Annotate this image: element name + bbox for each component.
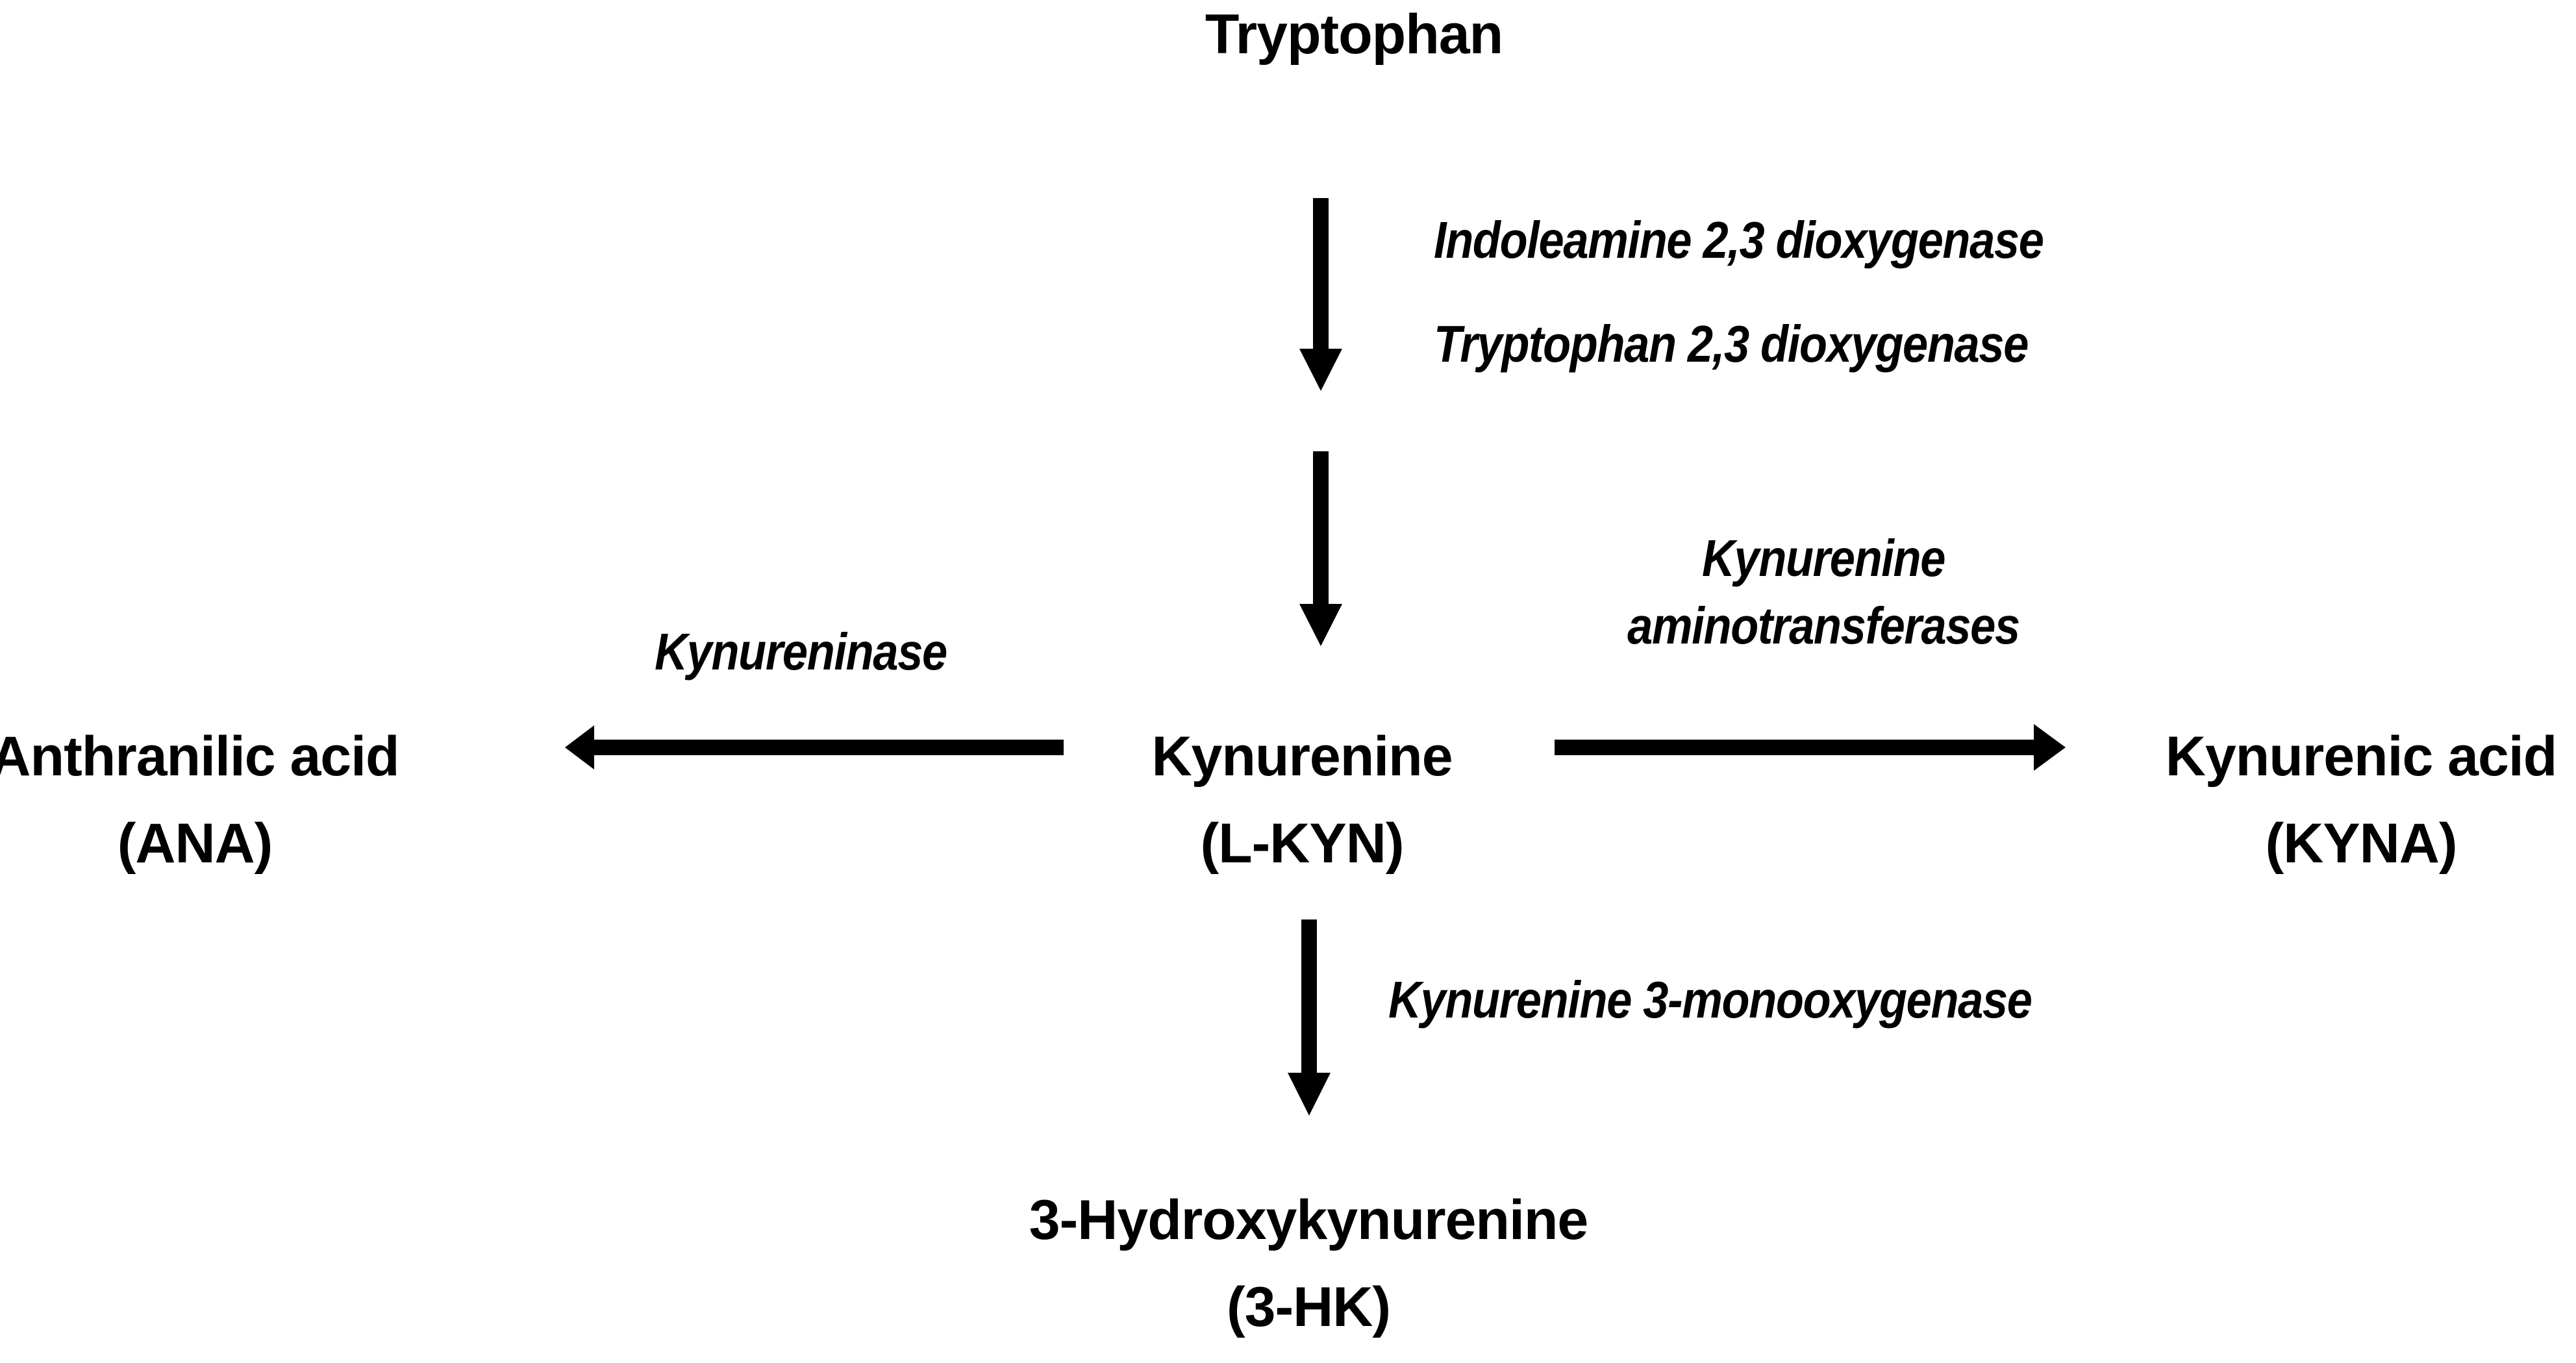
node-tryptophan: Tryptophan	[1205, 0, 1503, 78]
arrow-kynurenine-left	[564, 719, 1064, 775]
arrow-tryptophan-down-1	[1298, 198, 1344, 393]
enzyme-label-ido: Indoleamine 2,3 dioxygenase	[1434, 206, 2044, 274]
arrowhead-down	[1299, 604, 1342, 646]
node-kynurenine: Kynurenine (L-KYN)	[1151, 713, 1453, 887]
enzyme-kynureninase-text: Kynureninase	[655, 623, 947, 681]
node-anthranilic-acid: Anthranilic acid (ANA)	[0, 713, 400, 887]
arrow-shaft	[1313, 451, 1329, 605]
node-kynurenine-abbrev: (L-KYN)	[1200, 812, 1404, 875]
arrowhead-left	[565, 725, 594, 769]
node-kynurenic-acid: Kynurenic acid (KYNA)	[2165, 713, 2558, 887]
node-kynurenic-acid-label: Kynurenic acid	[2165, 725, 2558, 788]
enzyme-kat-line2: aminotransferases	[1627, 597, 2020, 655]
arrow-shaft	[1301, 919, 1317, 1074]
enzyme-label-tdo: Tryptophan 2,3 dioxygenase	[1434, 310, 2029, 378]
enzyme-kat-line1: Kynurenine	[1701, 529, 1945, 587]
node-kynurenic-acid-abbrev: (KYNA)	[2265, 812, 2458, 875]
arrow-shaft	[1313, 198, 1329, 350]
node-hydroxykynurenine-abbrev: (3-HK)	[1227, 1276, 1391, 1338]
node-hydroxykynurenine-label: 3-Hydroxykynurenine	[1029, 1189, 1588, 1251]
node-hydroxykynurenine: 3-Hydroxykynurenine (3-HK)	[1029, 1177, 1588, 1351]
node-kynurenine-label: Kynurenine	[1151, 725, 1453, 788]
arrow-kynurenine-right	[1555, 719, 2068, 775]
arrowhead-down	[1288, 1073, 1331, 1116]
enzyme-ido-text: Indoleamine 2,3 dioxygenase	[1434, 211, 2044, 269]
arrow-tryptophan-down-2	[1298, 451, 1344, 647]
enzyme-kmo-text: Kynurenine 3-monooxygenase	[1388, 971, 2032, 1029]
enzyme-label-kynureninase: Kynureninase	[655, 618, 947, 686]
node-tryptophan-label: Tryptophan	[1205, 3, 1503, 66]
arrow-shaft	[593, 740, 1064, 755]
arrow-shaft	[1555, 740, 2035, 755]
arrowhead-down	[1299, 349, 1342, 391]
enzyme-label-kat: Kynurenine aminotransferases	[1607, 525, 2041, 660]
arrow-kynurenine-down	[1287, 919, 1332, 1118]
enzyme-tdo-text: Tryptophan 2,3 dioxygenase	[1434, 315, 2029, 373]
node-anthranilic-acid-label: Anthranilic acid	[0, 725, 400, 788]
node-anthranilic-acid-abbrev: (ANA)	[117, 812, 273, 875]
arrowhead-right	[2034, 724, 2066, 771]
enzyme-label-kmo: Kynurenine 3-monooxygenase	[1388, 966, 2032, 1034]
